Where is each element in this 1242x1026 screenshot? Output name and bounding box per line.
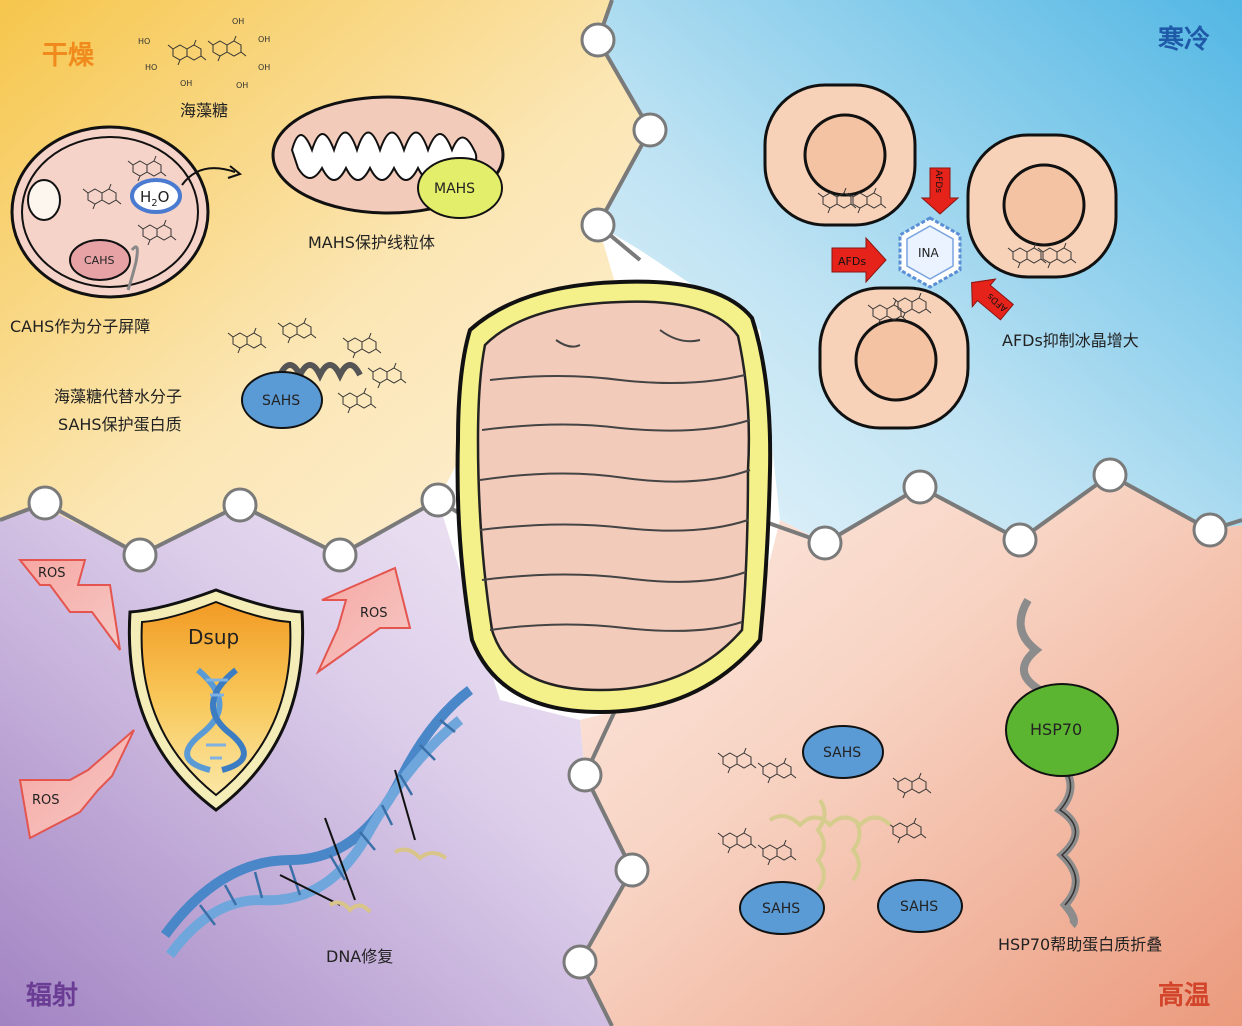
afd-arrow-left: AFDs [831,236,887,284]
dna-repair-caption: DNA修复 [326,947,393,966]
svg-text:CAHS: CAHS [84,254,114,267]
svg-text:ROS: ROS [32,793,60,808]
drought-title: 干燥 [42,41,95,71]
dsup-label: Dsup [188,625,239,649]
svg-text:ROS: ROS [360,606,388,621]
cold-caption: AFDs抑制冰晶增大 [1002,331,1139,350]
ros-bolt-bottom-left: ROS [18,729,135,840]
sahs-protein-complex: SAHS [227,317,407,429]
ros-bolt-top-left: ROS [17,559,121,651]
mahs-blob [417,157,503,219]
afd-arrow-top: AFDs [920,167,960,215]
svg-text:SAHS: SAHS [823,745,861,761]
cahs-blob [69,239,131,281]
trehalose-structure: HO HO OH OH OH OH OH [138,17,270,90]
svg-text:OH: OH [236,81,248,90]
svg-text:OH: OH [258,35,270,44]
svg-text:SAHS: SAHS [900,899,938,915]
heat-caption: HSP70帮助蛋白质折叠 [998,935,1162,954]
ice-crystal: INA [898,216,962,289]
mitochondrion: MAHS [271,95,505,219]
dsup-shield: Dsup [127,588,305,812]
cell-cold-3 [818,286,970,430]
svg-text:SAHS: SAHS [762,901,800,917]
svg-text:INA: INA [918,246,940,260]
svg-text:H2O: H2O [140,188,169,209]
cahs-caption: CAHS作为分子屏障 [10,317,150,336]
svg-text:OH: OH [232,17,244,26]
cell-drought: H2O CAHS [10,125,210,299]
border-nodes [27,22,1228,980]
trehalose-label: 海藻糖 [180,101,228,120]
mahs-caption: MAHS保护线粒体 [308,233,435,252]
svg-text:OH: OH [258,63,270,72]
drought-caption-1: 海藻糖代替水分子 [54,387,182,406]
sahs-blob-drought [241,371,323,429]
svg-text:HSP70: HSP70 [1030,720,1082,739]
hsp70-folded-protein: HSP70 [1005,597,1119,929]
svg-text:HO: HO [145,63,157,72]
tardigrade-tun [455,279,773,715]
unfolded-protein [768,798,892,892]
svg-text:AFDs: AFDs [838,255,866,268]
sahs-blob-heat-3: SAHS [877,879,963,933]
svg-text:AFDs: AFDs [933,170,943,193]
sahs-blob-heat-2: SAHS [739,881,825,935]
svg-text:OH: OH [180,79,192,88]
svg-text:ROS: ROS [38,566,66,581]
cell-cold-1 [763,83,917,227]
cold-title: 寒冷 [1158,24,1210,55]
water-circle [130,178,182,214]
svg-text:SAHS: SAHS [262,393,300,409]
svg-text:HO: HO [138,37,150,46]
sahs-blob-heat-1: SAHS [802,725,884,779]
heat-title: 高温 [1158,980,1210,1011]
arrow-to-mitochondrion [181,167,236,186]
ros-bolt-right: ROS [315,566,412,675]
drought-caption-2: SAHS保护蛋白质 [58,415,182,434]
afd-arrow-bottom: AFDs [971,278,1014,321]
hsp70-blob [1005,683,1119,777]
cell-cold-2 [966,133,1118,279]
radiation-title: 辐射 [26,981,78,1011]
dna-double-helix [160,686,474,958]
svg-text:MAHS: MAHS [434,181,475,197]
